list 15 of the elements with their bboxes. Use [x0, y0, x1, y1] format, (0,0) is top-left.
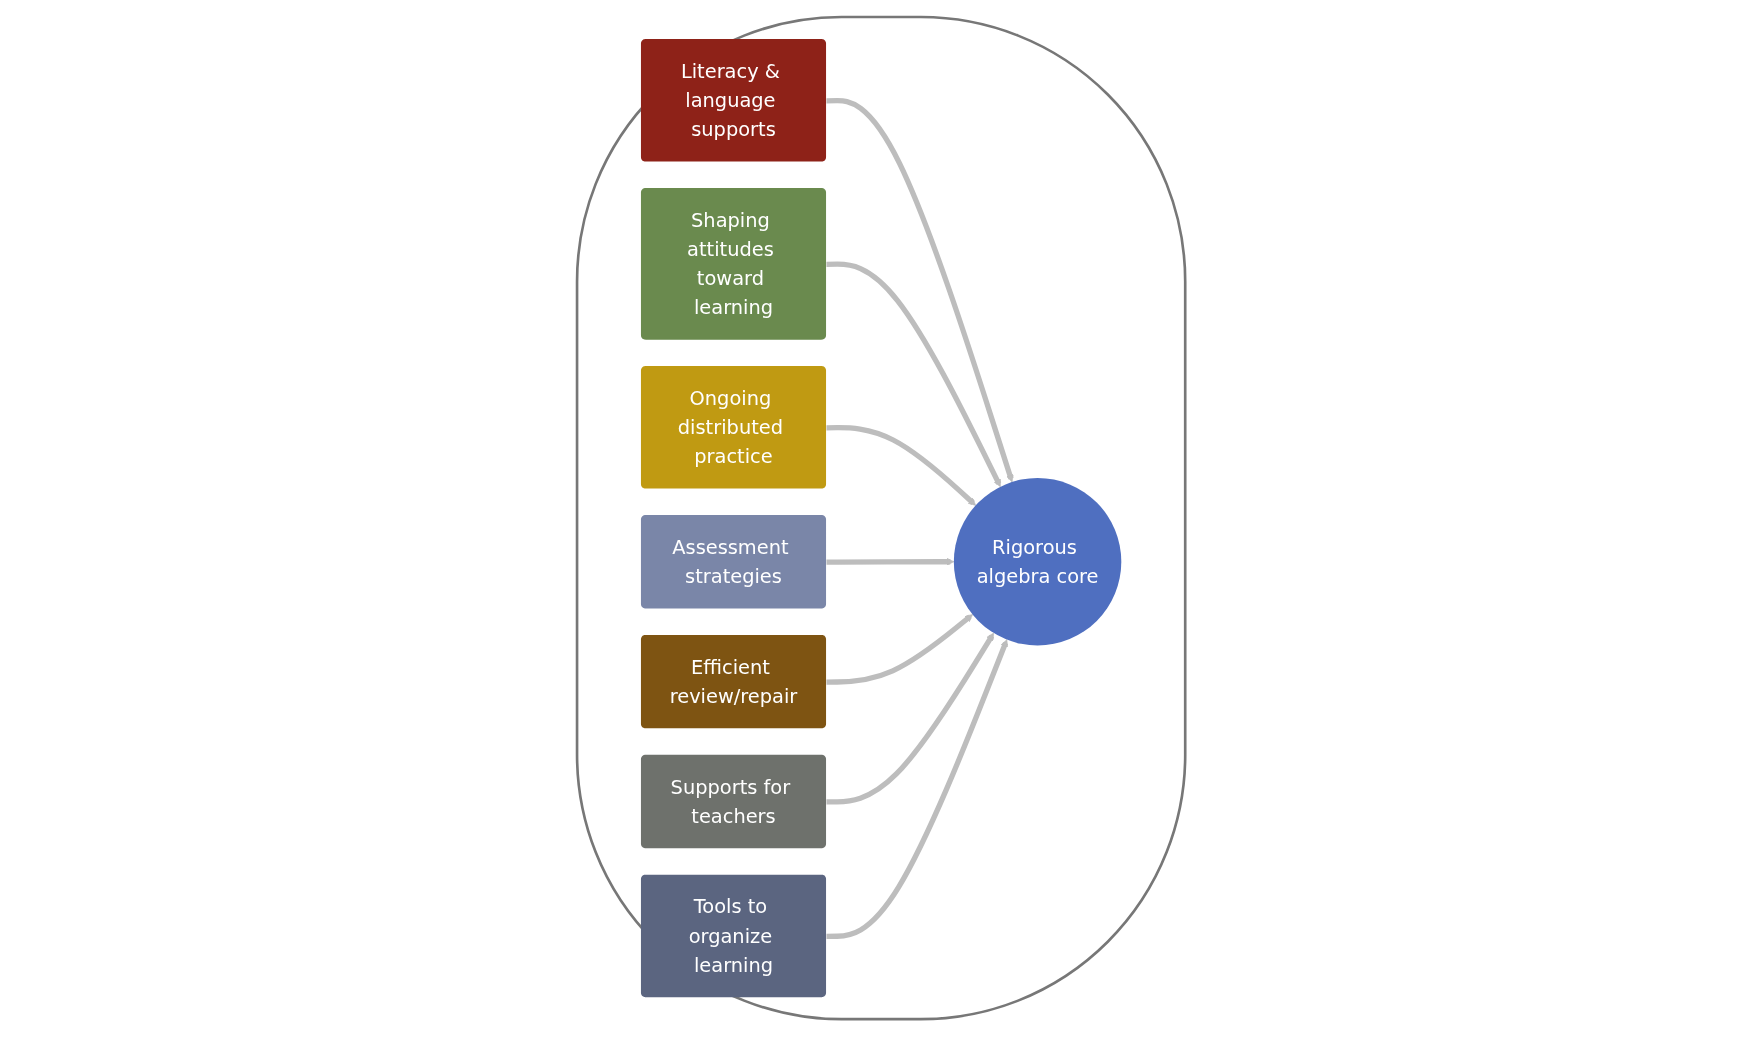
- node-box: Efficient review/repair: [640, 635, 826, 729]
- node-box: Shaping attitudes toward learning: [640, 188, 826, 340]
- arrow: [826, 614, 973, 686]
- arrow: [826, 633, 994, 805]
- node-box: Tools to organize learning: [640, 875, 826, 998]
- node-circle: Rigorous algebra core: [953, 478, 1122, 646]
- arrow: [826, 639, 1008, 940]
- arrow: [826, 261, 1002, 488]
- arrow: [826, 425, 976, 507]
- node-box: Ongoing distributed practice: [640, 366, 826, 489]
- arrow: [826, 98, 1014, 483]
- node-box: Supports for teachers: [640, 755, 826, 849]
- node-box: Assessment strategies: [640, 515, 826, 609]
- node-box: Literacy & language supports: [640, 39, 826, 162]
- arrow: [826, 558, 955, 566]
